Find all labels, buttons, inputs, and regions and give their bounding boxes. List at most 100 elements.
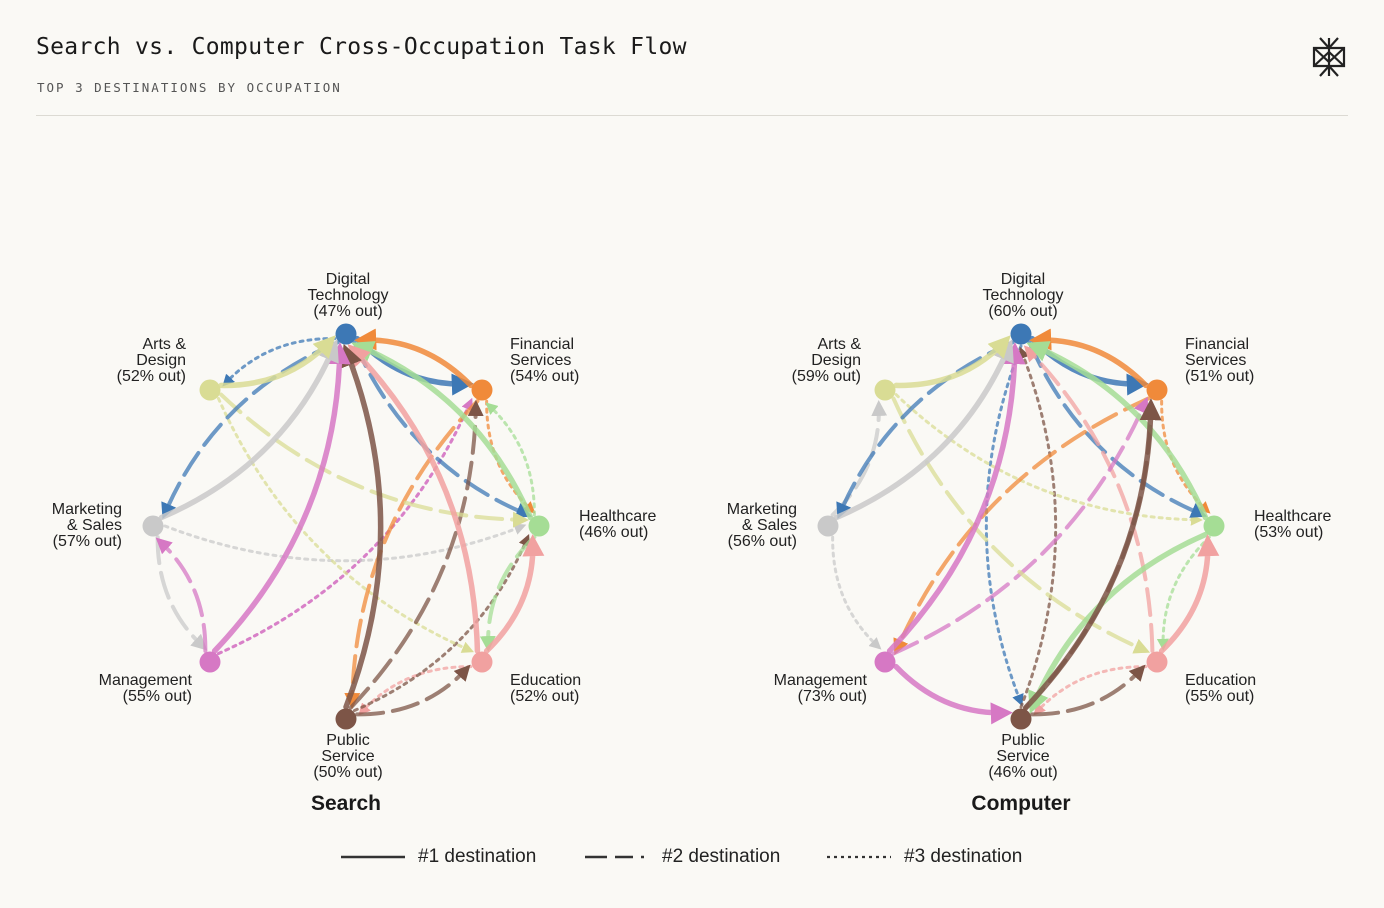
node-name-line: Marketing <box>52 501 122 518</box>
flow-ps-to-fs-rank-2 <box>1023 399 1159 710</box>
flow-fs-to-dt-rank-1 <box>354 328 474 389</box>
node-out-share: (46% out) <box>988 764 1057 781</box>
node-ms <box>817 515 839 537</box>
flow-ad-to-hc-rank-2 <box>219 392 530 528</box>
flow-ad-to-hc-rank-3 <box>894 393 1203 526</box>
flow-hc-to-dt-rank-1 <box>351 341 534 521</box>
node-label-hc: Healthcare(53% out) <box>1254 508 1331 541</box>
flow-dt-to-ms-rank-2 <box>836 340 1015 520</box>
node-ps <box>335 708 357 730</box>
node-out-share: (59% out) <box>792 368 861 385</box>
node-ps <box>1010 708 1032 730</box>
node-label-ed: Education(55% out) <box>1185 672 1256 705</box>
node-out-share: (51% out) <box>1185 368 1254 385</box>
flow-ps-to-ed-rank-2 <box>355 664 471 717</box>
flow-ad-to-ed-rank-3 <box>216 396 474 653</box>
node-out-share: (55% out) <box>1185 688 1254 705</box>
node-ed <box>471 651 493 673</box>
flow-fs-to-dt-rank-1 <box>1029 328 1149 389</box>
node-name-line: Service <box>321 748 374 765</box>
node-label-ed: Education(52% out) <box>510 672 581 705</box>
node-name-line: Healthcare <box>1254 508 1331 525</box>
node-name-line: Financial <box>510 336 574 353</box>
flow-mg-to-fs-rank-2 <box>891 396 1149 656</box>
node-out-share: (73% out) <box>798 688 867 705</box>
node-name-line: Digital <box>326 271 370 288</box>
flow-ms-to-mg-rank-3 <box>831 535 882 650</box>
node-fs <box>1146 379 1168 401</box>
flow-dt-to-ms-rank-2 <box>161 340 340 520</box>
legend-label: #2 destination <box>662 846 781 867</box>
flow-hc-to-dt-rank-1 <box>1026 341 1209 521</box>
flow-mg-to-fs-rank-3 <box>216 398 473 656</box>
node-name-line: Services <box>510 352 571 369</box>
node-out-share: (55% out) <box>123 688 192 705</box>
flow-ms-to-hc-rank-3 <box>163 523 527 563</box>
flow-fs-to-mg-rank-2 <box>893 396 1151 656</box>
panel-title: Search <box>311 792 381 815</box>
node-name-line: Technology <box>308 287 389 304</box>
node-ms <box>142 515 164 537</box>
flow-dt-to-ps-rank-3 <box>984 344 1024 707</box>
node-label-ms: Marketing& Sales(56% out) <box>727 501 797 550</box>
node-name-line: Marketing <box>727 501 797 518</box>
node-name-line: Education <box>1185 672 1256 689</box>
node-out-share: (50% out) <box>313 764 382 781</box>
node-out-share: (60% out) <box>988 303 1057 320</box>
node-name-line: Design <box>811 352 861 369</box>
node-ad <box>199 379 221 401</box>
flow-ps-to-dt-rank-1 <box>341 343 384 710</box>
node-dt <box>1010 323 1032 345</box>
flow-hc-to-fs-rank-3 <box>485 402 536 517</box>
flow-ps-to-fs-rank-1 <box>1022 398 1162 711</box>
flow-dt-to-hc-rank-2 <box>1027 340 1208 518</box>
header-divider <box>36 115 1348 116</box>
dashed-line-swatch <box>585 855 649 859</box>
node-name-line: Public <box>326 732 370 749</box>
flow-mg-to-fs-rank-3 <box>216 398 473 656</box>
node-name-line: & Sales <box>67 517 122 534</box>
node-out-share: (56% out) <box>728 533 797 550</box>
node-ed <box>1146 651 1168 673</box>
node-hc <box>528 515 550 537</box>
node-ad <box>874 379 896 401</box>
node-label-mg: Management(55% out) <box>99 672 193 705</box>
node-name-line: Digital <box>1001 271 1045 288</box>
flow-ed-to-dt-rank-1 <box>347 344 481 654</box>
flow-mg-to-dt-rank-1 <box>211 342 351 654</box>
flow-ps-to-dt-rank-3 <box>1018 346 1058 709</box>
node-name-line: Design <box>136 352 186 369</box>
legend-item-rank-2: #2 destination <box>584 846 780 868</box>
node-out-share: (52% out) <box>117 368 186 385</box>
flow-ps-to-hc-rank-3 <box>352 533 530 713</box>
flow-ed-to-hc-rank-1 <box>1158 534 1220 654</box>
node-name-line: Healthcare <box>579 508 656 525</box>
node-name-line: Public <box>1001 732 1045 749</box>
solid-line-swatch <box>341 855 405 859</box>
node-out-share: (54% out) <box>510 368 579 385</box>
node-label-hc: Healthcare(46% out) <box>579 508 656 541</box>
node-name-line: Management <box>774 672 868 689</box>
flow-ps-to-fs-rank-2 <box>348 399 484 710</box>
legend-label: #1 destination <box>418 846 537 867</box>
legend: #1 destination #2 destination #3 destina… <box>0 846 1384 872</box>
company-logo-icon <box>1312 37 1346 77</box>
page-title: Search vs. Computer Cross-Occupation Tas… <box>36 34 687 60</box>
flow-mg-to-dt-rank-1 <box>886 342 1026 654</box>
node-fs <box>471 379 493 401</box>
legend-label: #3 destination <box>904 846 1023 867</box>
node-label-mg: Management(73% out) <box>774 672 868 705</box>
flow-ad-to-dt-rank-1 <box>218 335 336 389</box>
node-name-line: Services <box>1185 352 1246 369</box>
node-label-ad: Arts &Design(52% out) <box>117 336 187 385</box>
flow-ad-to-dt-rank-1 <box>893 335 1011 389</box>
node-name-line: Service <box>996 748 1049 765</box>
node-name-line: Education <box>510 672 581 689</box>
